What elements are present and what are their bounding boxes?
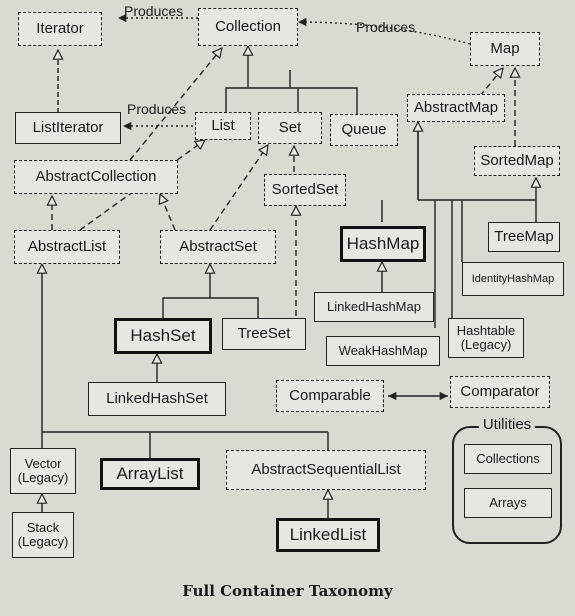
label-produces-list: Produces [127,101,187,117]
edge-abstractlist-list [79,140,205,231]
edge-abstractset-set [209,145,268,231]
label-produces-map: Produces [356,19,416,35]
node-collection: Collection [198,8,298,46]
node-comparator: Comparator [450,376,550,408]
node-linked-hash-set: LinkedHashSet [88,382,226,416]
node-iterator: Iterator [18,12,102,46]
edge-lists-bus [42,431,329,458]
node-arrays: Arrays [464,488,552,518]
node-list: List [195,112,251,140]
node-queue: Queue [330,114,398,146]
node-collections: Collections [464,444,552,474]
edge-abstractmap-map [479,68,503,97]
label-produces-iterator: Produces [124,3,184,19]
hashtable-label: Hashtable [456,322,516,338]
node-sorted-set: SortedSet [264,174,346,206]
node-array-list: ArrayList [100,458,200,490]
vector-legacy-label: (Legacy) [17,470,69,485]
stack-label: Stack [26,519,60,535]
utilities-title: Utilities [478,416,536,433]
figure-caption: Full Container Taxonomy [182,582,393,600]
node-list-iterator: ListIterator [15,112,121,144]
stack-legacy-label: (Legacy) [17,534,69,549]
node-identity-hash-map: IdentityHashMap [462,262,564,296]
node-abstract-set: AbstractSet [160,230,276,264]
node-tree-map: TreeMap [488,222,560,252]
node-linked-hash-map: LinkedHashMap [314,292,434,322]
edge-abstractset-abstractcollection [160,194,176,231]
node-abstract-list: AbstractList [14,230,120,264]
node-set: Set [258,112,322,144]
edge-interfaces-collection [225,70,358,114]
node-sorted-map: SortedMap [474,146,560,176]
hashtable-legacy-label: (Legacy) [460,337,512,352]
node-map: Map [470,32,540,66]
node-abstract-collection: AbstractCollection [14,160,178,194]
node-hash-map: HashMap [340,226,426,262]
node-weak-hash-map: WeakHashMap [326,336,440,366]
edge-sets-abstractset [162,297,259,318]
node-vector: Vector (Legacy) [10,448,76,494]
node-hashtable: Hashtable (Legacy) [448,318,524,358]
node-hash-set: HashSet [114,318,212,354]
node-comparable: Comparable [276,380,384,412]
node-stack: Stack (Legacy) [12,512,74,558]
node-abstract-map: AbstractMap [407,94,505,122]
node-tree-set: TreeSet [222,318,306,350]
node-abstract-sequential-list: AbstractSequentialList [226,450,426,490]
vector-label: Vector [24,455,62,471]
node-linked-list: LinkedList [276,518,380,552]
edge-map-produces-collection [297,17,471,45]
edge-abstractcollection-collection [129,48,222,161]
